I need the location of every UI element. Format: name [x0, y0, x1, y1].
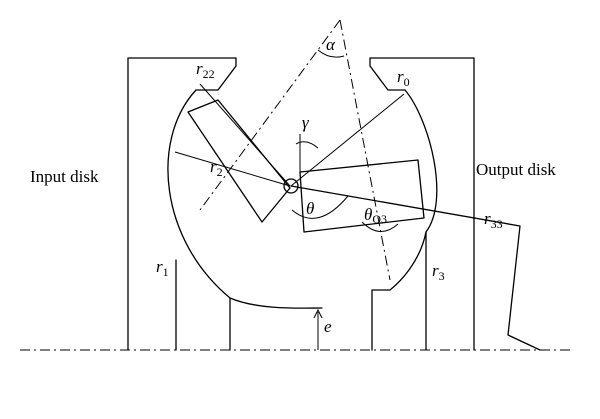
theta-label: θ	[306, 199, 314, 218]
r22-label: r22	[196, 59, 215, 81]
theta-o3-arc	[361, 221, 399, 232]
r0-line	[290, 93, 405, 187]
r3-label: r3	[432, 261, 445, 283]
r22-line	[199, 83, 291, 187]
r0-label: r0	[397, 67, 410, 89]
input-disk-label: Input disk	[30, 167, 99, 186]
input-disk-outline	[127, 57, 237, 351]
r2-label: r2	[210, 157, 223, 179]
output-roller	[299, 159, 425, 233]
r33-label: r33	[484, 209, 503, 231]
input-roller	[187, 99, 291, 223]
r1-label: r1	[156, 257, 169, 279]
e-label: e	[324, 317, 332, 336]
alpha-label: α	[326, 35, 336, 54]
gamma-arc	[295, 141, 319, 149]
alpha-construction-left	[199, 19, 341, 211]
toroidal-cavity-arc-right	[389, 89, 438, 291]
alpha-construction-right	[339, 19, 391, 281]
toroidal-cavity-arc	[167, 89, 323, 309]
pivot-center	[283, 178, 299, 194]
output-disk-label: Output disk	[476, 160, 556, 179]
r2-line	[174, 151, 291, 187]
theta-arc	[291, 195, 349, 219]
r33-line	[290, 185, 541, 351]
theta-o3-label: θO3	[364, 205, 387, 226]
alpha-arc	[317, 49, 345, 58]
e-arrow	[313, 308, 323, 319]
gamma-label: γ	[302, 113, 310, 132]
output-disk-outline	[369, 57, 475, 351]
